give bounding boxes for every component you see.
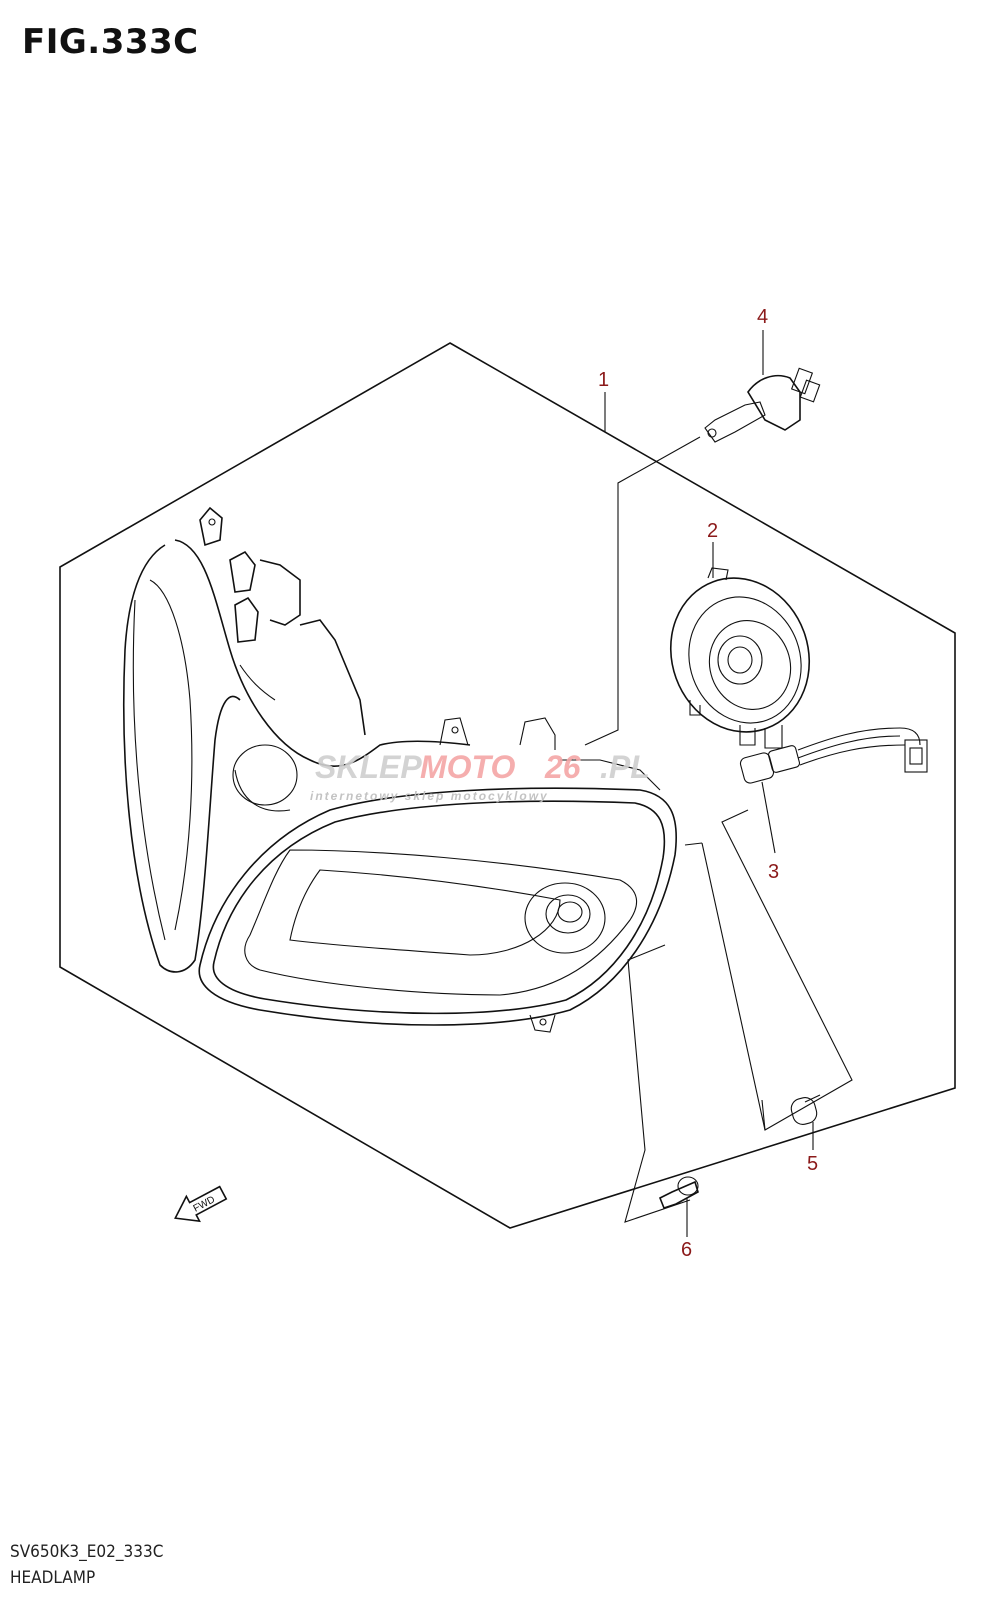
part-3-socket-harness <box>739 727 928 784</box>
callout-4: 4 <box>757 306 768 328</box>
watermark-brand-a: SKLEP <box>315 749 422 785</box>
watermark-brand-b: MOTO <box>420 749 516 785</box>
leader-3 <box>761 781 776 854</box>
callout-2: 2 <box>707 520 718 542</box>
headlamp-assembly <box>122 506 677 1033</box>
watermark-brand-d: .PL <box>600 749 650 785</box>
assembly-outline <box>59 342 956 1229</box>
subassembly-bracket <box>584 436 701 746</box>
part-2-socket-cover <box>669 567 811 749</box>
callout-3: 3 <box>768 861 779 883</box>
forward-arrow-icon: FWD <box>174 1185 228 1223</box>
part-6-screw <box>658 1176 699 1209</box>
watermark-tagline: internetowy sklep motocyklowy <box>310 789 549 803</box>
watermark-brand-c: 26 <box>544 749 581 785</box>
callout-6: 6 <box>681 1239 692 1261</box>
figure-name: HEADLAMP <box>10 1568 96 1588</box>
bulb-bracket <box>701 809 853 1131</box>
part-5-small-bulb <box>790 1094 821 1125</box>
fwd-label: FWD <box>192 1194 217 1214</box>
watermark-logo: SKLEP MOTO 26 .PL internetowy sklep moto… <box>310 749 650 803</box>
fastener-bracket <box>624 944 691 1223</box>
part-4-bulb <box>704 367 821 443</box>
callout-5: 5 <box>807 1153 818 1175</box>
callout-1: 1 <box>598 369 609 391</box>
figure-code: SV650K3_E02_333C <box>10 1542 164 1562</box>
figure-title: FIG.333C <box>22 22 199 62</box>
